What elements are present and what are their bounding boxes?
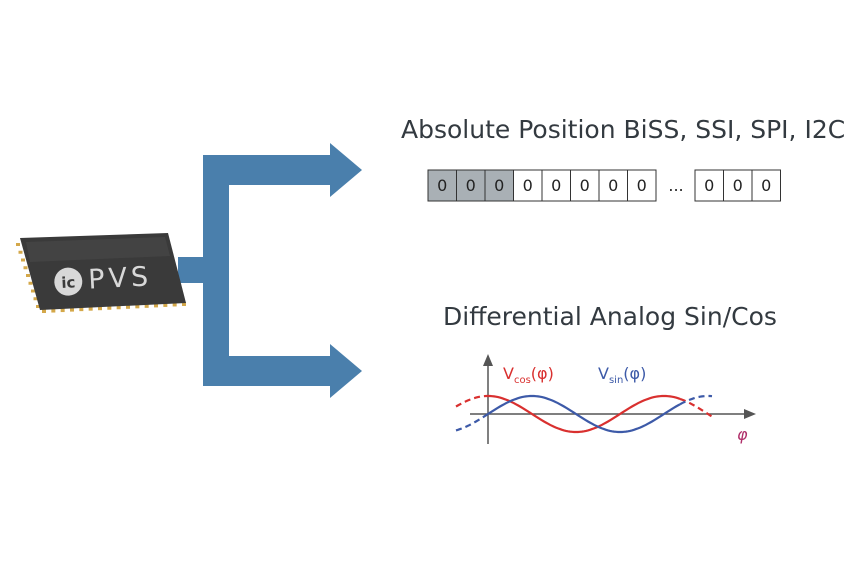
chip-pin xyxy=(28,281,33,285)
bit-box xyxy=(541,169,571,202)
arrow-top-shaft xyxy=(203,155,333,185)
sin-label-v: V xyxy=(598,364,609,383)
chip-pin xyxy=(79,307,84,312)
bit-value: 0 xyxy=(523,176,533,195)
ic-badge-circle xyxy=(54,267,83,296)
cos-label-v: V xyxy=(503,364,514,383)
cos-label-sub: cos xyxy=(514,375,531,386)
cos-wave-dashed-left xyxy=(455,394,488,408)
chip-logo: ic PVS xyxy=(54,261,153,296)
arrow-trunk xyxy=(203,155,229,386)
cos-wave-dashed-right xyxy=(679,397,713,418)
bit-ellipsis: ... xyxy=(668,176,683,195)
chip-pin xyxy=(18,250,23,254)
phi-axis-label: φ xyxy=(737,425,748,444)
chip-pin xyxy=(21,258,25,262)
chip-pin xyxy=(98,306,102,311)
chip-pin xyxy=(16,243,20,246)
cos-label-arg: (φ) xyxy=(531,364,554,383)
chip-logo-text: PVS xyxy=(87,261,152,295)
bit-value: 0 xyxy=(437,176,447,195)
sin-wave-dashed-left xyxy=(455,413,489,432)
chip-pin xyxy=(70,307,74,312)
branch-arrow xyxy=(178,143,362,398)
chip-pin xyxy=(26,274,30,277)
chip-pin xyxy=(107,305,112,310)
cos-wave xyxy=(488,394,681,434)
bit-value: 0 xyxy=(608,176,618,195)
chip-pin xyxy=(51,308,56,313)
arrow-top-head xyxy=(330,143,362,197)
chip-pin xyxy=(163,302,168,307)
x-axis-arrow xyxy=(744,409,756,419)
chip-pin xyxy=(172,302,177,307)
arrow-bottom-head xyxy=(330,344,362,398)
bit-value: 0 xyxy=(466,176,476,195)
chip-pin xyxy=(31,289,35,293)
chip-pin xyxy=(33,297,38,301)
sin-label: Vsin(φ) xyxy=(598,364,646,386)
analog-section: Differential Analog Sin/Cos Vcos(φ) Vsin… xyxy=(443,302,777,444)
tail-bit-box xyxy=(751,169,781,202)
chip-pin xyxy=(36,305,40,308)
chip-pin xyxy=(154,303,158,308)
chip-pin xyxy=(126,304,130,309)
bit-value: 0 xyxy=(551,176,561,195)
chip-pin xyxy=(42,309,46,313)
bit-value: 0 xyxy=(494,176,504,195)
bit-value: 0 xyxy=(637,176,647,195)
bit-box xyxy=(570,169,600,202)
y-axis-arrow xyxy=(483,354,493,366)
sin-label-arg: (φ) xyxy=(623,364,646,383)
chip-pin xyxy=(144,303,149,308)
tail-bit-value: 0 xyxy=(704,176,714,195)
chip-pin xyxy=(23,266,28,270)
bit-box xyxy=(627,169,657,202)
tail-bit-box xyxy=(723,169,753,202)
bit-value: 0 xyxy=(580,176,590,195)
chip-pin xyxy=(88,306,93,311)
bit-box xyxy=(513,169,543,202)
arrow-bottom-shaft xyxy=(203,356,333,386)
sin-wave-dashed-right xyxy=(679,394,713,406)
tail-bit-value: 0 xyxy=(761,176,771,195)
sin-wave xyxy=(487,394,681,434)
digital-title: Absolute Position BiSS, SSI, SPI, I2C xyxy=(401,115,845,144)
bit-box xyxy=(484,169,514,202)
sin-label-sub: sin xyxy=(609,375,623,386)
chip-pin xyxy=(182,302,186,306)
chip-pins xyxy=(16,243,186,313)
analog-title: Differential Analog Sin/Cos xyxy=(443,302,777,331)
chip: ic PVS xyxy=(16,233,186,313)
chip-top-highlight xyxy=(26,237,170,262)
tail-bit-value: 0 xyxy=(733,176,743,195)
chip-pin xyxy=(60,308,65,313)
ic-badge-text: ic xyxy=(61,273,76,292)
cos-label: Vcos(φ) xyxy=(503,364,554,386)
chip-pin xyxy=(135,304,140,309)
tail-bit-box xyxy=(694,169,724,202)
chip-pin xyxy=(116,305,121,310)
